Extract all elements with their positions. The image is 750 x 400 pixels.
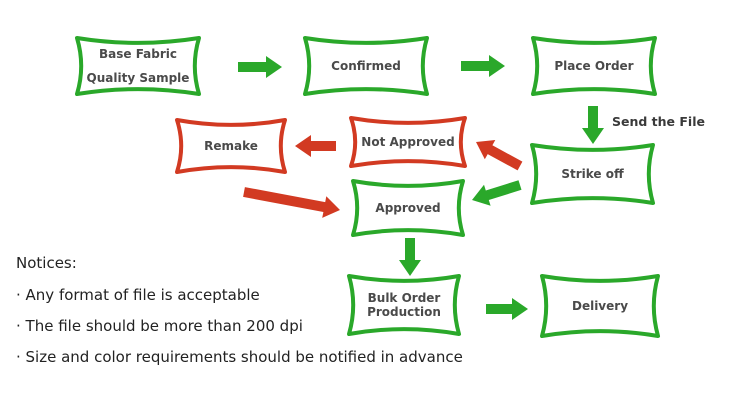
arrow-strike-off-to-approved [472,180,522,206]
node-remake: Remake [175,118,287,174]
node-not-approved: Not Approved [349,116,467,168]
node-shape [75,36,201,96]
node-label: Production [367,305,441,319]
notice-item: · Size and color requirements should be … [16,348,463,366]
node-label: Bulk Order [368,291,441,305]
node-label: Quality Sample [87,71,190,85]
node-delivery: Delivery [540,274,660,338]
node-shape [530,143,655,205]
arrow-approved-to-bulk-order [399,238,421,276]
arrow-base-fabric-to-confirmed [238,56,282,78]
node-place-order: Place Order [531,36,657,96]
node-label: Approved [375,201,440,215]
node-shape [351,179,465,237]
node-label: Confirmed [331,59,401,73]
notice-item: · The file should be more than 200 dpi [16,317,303,335]
node-strike-off: Strike off [530,143,655,205]
arrow-place-order-to-strike-off [582,106,604,144]
node-shape [347,274,461,336]
node-shape [303,36,429,96]
node-shape [531,36,657,96]
node-confirmed: Confirmed [303,36,429,96]
node-shape [349,116,467,168]
arrow-remake-to-approved [243,187,340,218]
node-approved: Approved [351,179,465,237]
node-shape [540,274,660,338]
edge-label: Send the File [612,114,705,129]
node-label: Remake [204,139,258,153]
notice-item: · Any format of file is acceptable [16,286,260,304]
node-label: Delivery [572,299,628,313]
node-shape [175,118,287,174]
node-label: Not Approved [361,135,454,149]
node-label: Base Fabric [99,47,177,61]
arrow-not-approved-to-remake [295,135,336,157]
node-label: Strike off [561,167,624,181]
node-label: Place Order [554,59,633,73]
arrow-bulk-order-to-delivery [486,298,528,320]
arrow-confirmed-to-place-order [461,55,505,77]
notices-title: Notices: [16,254,77,272]
arrow-strike-off-to-not-approved [476,140,523,171]
